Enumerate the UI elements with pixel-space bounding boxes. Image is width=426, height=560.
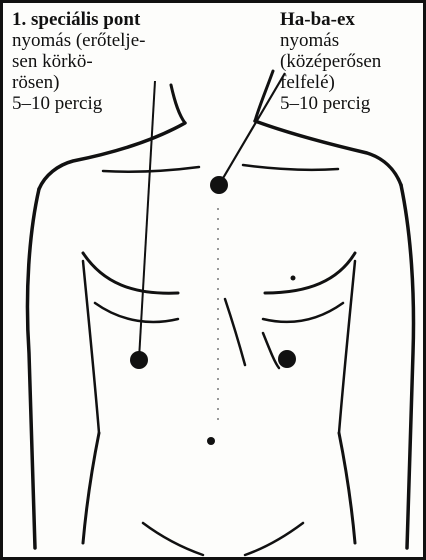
nipple-right-dot bbox=[278, 350, 296, 368]
groin-right bbox=[245, 523, 303, 555]
neck-left-outline bbox=[171, 85, 185, 123]
chest-left-line bbox=[225, 299, 245, 365]
label-special-point-title: 1. speciális pont bbox=[12, 9, 145, 30]
chest-right-line bbox=[263, 333, 279, 368]
right-inner-arm bbox=[339, 261, 355, 433]
groin-left bbox=[143, 523, 203, 555]
left-pectoral bbox=[83, 253, 178, 293]
point-haba-ex bbox=[210, 176, 228, 194]
label-special-point-line-3: rösen) bbox=[12, 72, 145, 93]
right-pectoral bbox=[265, 253, 355, 293]
clavicle-right bbox=[243, 165, 338, 170]
label-haba-ex-line-3: felfelé) bbox=[280, 72, 381, 93]
label-special-point-line-2: sen körkö- bbox=[12, 51, 145, 72]
label-haba-ex: Ha-ba-ex nyomás (középerősen felfelé) 5–… bbox=[280, 9, 381, 114]
label-special-point: 1. speciális pont nyomás (erőtelje- sen … bbox=[12, 9, 145, 114]
label-haba-ex-line-2: (középerősen bbox=[280, 51, 381, 72]
waist-left bbox=[83, 433, 99, 543]
left-arm-outline bbox=[27, 189, 39, 548]
waist-right bbox=[339, 433, 355, 543]
small-mark bbox=[291, 276, 296, 281]
navel bbox=[207, 437, 215, 445]
label-haba-ex-line-1: nyomás bbox=[280, 30, 381, 51]
point-special-1 bbox=[130, 351, 148, 369]
rib-right bbox=[263, 303, 343, 322]
label-haba-ex-line-4: 5–10 percig bbox=[280, 93, 381, 114]
label-haba-ex-title: Ha-ba-ex bbox=[280, 9, 381, 30]
left-shoulder-outline bbox=[39, 123, 185, 189]
leader-line-left bbox=[139, 81, 155, 359]
label-special-point-line-1: nyomás (erőtelje- bbox=[12, 30, 145, 51]
rib-left bbox=[95, 303, 178, 322]
right-arm-outline bbox=[401, 185, 414, 548]
label-special-point-line-4: 5–10 percig bbox=[12, 93, 145, 114]
left-inner-arm bbox=[83, 261, 99, 433]
right-shoulder-outline bbox=[255, 121, 401, 185]
